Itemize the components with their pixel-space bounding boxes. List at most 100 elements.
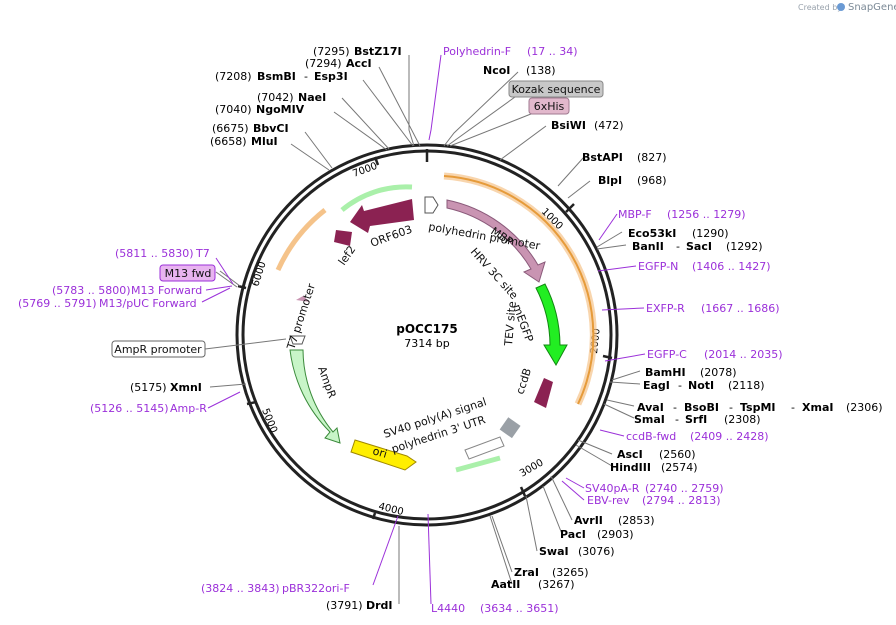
primer-range-ebv-rev[interactable]: (2794 .. 2813) [642, 494, 721, 507]
site-pos-bstz17i[interactable]: (7295) [313, 45, 350, 58]
site-name-zrai[interactable]: ZraI [514, 566, 539, 579]
site-pos-aatii[interactable]: (3267) [538, 578, 575, 591]
site-name-ncoi[interactable]: NcoI [483, 64, 510, 77]
ampr-promoter-label[interactable]: AmpR promoter [114, 343, 202, 356]
site-name-mlui[interactable]: MluI [251, 135, 278, 148]
site-name-aatii[interactable]: AatII [491, 578, 520, 591]
site-pos-naei[interactable]: (7042) [257, 91, 294, 104]
site-sep-banii: - [676, 240, 680, 253]
site-pos-xmni[interactable]: (5175) [130, 381, 167, 394]
feature-label-orf603: ORF603 [369, 223, 414, 250]
site-name-bsmbi[interactable]: BsmBI [257, 70, 296, 83]
primer-range-t7[interactable]: (5811 .. 5830) [115, 247, 194, 260]
primer-name-polyhedrin-f[interactable]: Polyhedrin-F [443, 45, 511, 58]
site-pos-hindiii[interactable]: (2574) [661, 461, 698, 474]
site-pos-bbvci[interactable]: (6675) [212, 122, 249, 135]
site-pos-paci[interactable]: (2903) [597, 528, 634, 541]
site-sep-smai: - [675, 413, 679, 426]
site-pos-swai[interactable]: (3076) [578, 545, 615, 558]
site-pos-bstapi[interactable]: (827) [637, 151, 667, 164]
site-name-naei[interactable]: NaeI [298, 91, 326, 104]
primer-name-amp-r[interactable]: Amp-R [170, 402, 207, 415]
site-pos-bsiwi[interactable]: (472) [594, 119, 624, 132]
site-pos-avrii[interactable]: (2853) [618, 514, 655, 527]
site-pos-bamhi[interactable]: (2078) [700, 366, 737, 379]
primer-name-ccdb-fwd[interactable]: ccdB-fwd [626, 430, 676, 443]
primer-range-polyhedrin-f[interactable]: (17 .. 34) [527, 45, 578, 58]
site-pos-bsmbi[interactable]: (7208) [215, 70, 252, 83]
primer-name-ebv-rev[interactable]: EBV-rev [587, 494, 630, 507]
m13-fwd-label[interactable]: M13 fwd [165, 267, 212, 280]
primer-range-l4440[interactable]: (3634 .. 3651) [480, 602, 559, 615]
primer-name-egfp-c[interactable]: EGFP-C [647, 348, 687, 361]
site-name-saci[interactable]: SacI [686, 240, 712, 253]
site-pos-eco53ki[interactable]: (1290) [692, 227, 729, 240]
site-name-bstapi[interactable]: BstAPI [582, 151, 623, 164]
site-pos-zrai[interactable]: (3265) [552, 566, 589, 579]
primer-name-sv40pa-r[interactable]: SV40pA-R [585, 482, 640, 495]
site-name-noti[interactable]: NotI [688, 379, 714, 392]
site-name-xmni[interactable]: XmnI [170, 381, 202, 394]
primer-range-sv40pa-r[interactable]: (2740 .. 2759) [645, 482, 724, 495]
primer-range-amp-r[interactable]: (5126 .. 5145) [90, 402, 169, 415]
primer-range-exfp-r[interactable]: (1667 .. 1686) [701, 302, 780, 315]
site-pos-acci[interactable]: (7294) [305, 57, 342, 70]
site-pos-drdi[interactable]: (3791) [326, 599, 363, 612]
site-name-drdi[interactable]: DrdI [366, 599, 393, 612]
kozak-box[interactable] [508, 80, 604, 98]
site-name-bbvci[interactable]: BbvCI [253, 122, 289, 135]
site-pos-avai[interactable]: (2306) [846, 401, 883, 414]
m13-fwd-box[interactable] [159, 264, 216, 282]
site-name-avrii[interactable]: AvrII [574, 514, 603, 527]
primer-name-egfp-n[interactable]: EGFP-N [638, 260, 678, 273]
primer-name-exfp-r[interactable]: EXFP-R [646, 302, 685, 315]
primer-range-m13-forward[interactable]: (5783 .. 5800) [52, 284, 131, 297]
site-name-hindiii[interactable]: HindIII [610, 461, 651, 474]
primer-range-pbr322ori-f[interactable]: (3824 .. 3843) [201, 582, 280, 595]
primer-name-mbp-f[interactable]: MBP-F [618, 208, 652, 221]
primer-range-ccdb-fwd[interactable]: (2409 .. 2428) [690, 430, 769, 443]
site-name-ngomiv[interactable]: NgoMIV [256, 103, 305, 116]
site-pos-asci[interactable]: (2560) [659, 448, 696, 461]
feature-label-ampr: AmpR [315, 365, 339, 401]
site-name-bsobi[interactable]: BsoBI [684, 401, 719, 414]
site-name-bsiwi[interactable]: BsiWI [551, 119, 586, 132]
site-pos-mlui[interactable]: (6658) [210, 135, 247, 148]
site-name-blpi[interactable]: BlpI [598, 174, 622, 187]
site-name-tspmi[interactable]: TspMI [740, 401, 776, 414]
site-name-avai[interactable]: AvaI [637, 401, 664, 414]
primer-range-mbp-f[interactable]: (1256 .. 1279) [667, 208, 746, 221]
site-name-bstz17i[interactable]: BstZ17I [354, 45, 402, 58]
site-name-esp3i[interactable]: Esp3I [314, 70, 348, 83]
site-name-smai[interactable]: SmaI [634, 413, 665, 426]
his-tag-label[interactable]: 6xHis [534, 100, 565, 113]
site-name-paci[interactable]: PacI [560, 528, 586, 541]
primer-range-egfp-n[interactable]: (1406 .. 1427) [692, 260, 771, 273]
site-pos-smai[interactable]: (2308) [724, 413, 761, 426]
site-name-xmai[interactable]: XmaI [802, 401, 833, 414]
ampr-promoter-box[interactable] [111, 340, 206, 358]
site-pos-ncoi[interactable]: (138) [526, 64, 556, 77]
site-name-bamhi[interactable]: BamHI [645, 366, 686, 379]
his-tag-box[interactable] [528, 97, 570, 115]
primer-name-m13-puc[interactable]: M13/pUC Forward [99, 297, 197, 310]
mcs-green-arc [455, 455, 501, 473]
site-name-eco53ki[interactable]: Eco53kI [628, 227, 676, 240]
primer-name-m13-forward[interactable]: M13 Forward [131, 284, 202, 297]
site-name-swai[interactable]: SwaI [539, 545, 569, 558]
primer-range-egfp-c[interactable]: (2014 .. 2035) [704, 348, 783, 361]
site-name-acci[interactable]: AccI [346, 57, 372, 70]
site-pos-eagi[interactable]: (2118) [728, 379, 765, 392]
site-name-banii[interactable]: BanII [632, 240, 664, 253]
site-name-asci[interactable]: AscI [617, 448, 643, 461]
site-name-eagi[interactable]: EagI [643, 379, 670, 392]
site-pos-banii[interactable]: (1292) [726, 240, 763, 253]
primer-name-pbr322ori-f[interactable]: pBR322ori-F [282, 582, 350, 595]
site-pos-ngomiv[interactable]: (7040) [215, 103, 252, 116]
primer-name-l4440[interactable]: L4440 [431, 602, 465, 615]
site-name-srfi[interactable]: SrfI [685, 413, 707, 426]
primer-range-m13-puc[interactable]: (5769 .. 5791) [18, 297, 97, 310]
kozak-label[interactable]: Kozak sequence [512, 83, 601, 96]
site-pos-blpi[interactable]: (968) [637, 174, 667, 187]
primer-name-t7[interactable]: T7 [195, 247, 210, 260]
